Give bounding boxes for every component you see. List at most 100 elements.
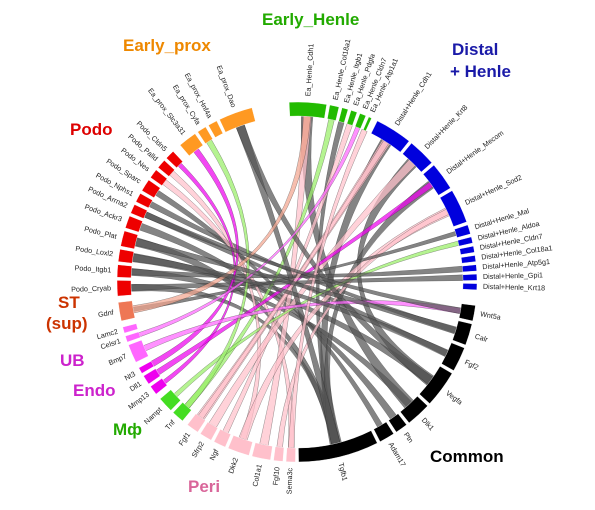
arc-segment-dlk1 bbox=[400, 396, 428, 424]
gene-label-dkk2: Dkk2 bbox=[226, 456, 240, 474]
gene-label-distal+henle_krt8: Distal+Henle_Krt8 bbox=[423, 103, 470, 151]
gene-label-podo_itgb1: Podo_Itgb1 bbox=[74, 263, 111, 274]
gene-label-podo_plat: Podo_Plat bbox=[83, 224, 117, 241]
arc-segment-nampt bbox=[159, 389, 181, 411]
arc-segment-mmp13 bbox=[150, 378, 168, 395]
arc-segment-calr bbox=[452, 320, 473, 346]
gene-label-fgf1: Fgf1 bbox=[176, 430, 192, 447]
gene-label-nampt: Nampt bbox=[142, 405, 164, 426]
gene-label-distal+henle_cdh1: Distal+Henle_Cdh1 bbox=[393, 70, 434, 127]
arc-segment-podo_plat bbox=[120, 230, 139, 250]
arc-segment-tnf bbox=[172, 402, 192, 422]
arc-segment-ea_henle_cldn7 bbox=[354, 113, 367, 129]
gene-label-distal+henle_mecom: Distal+Henle_Mecom bbox=[445, 128, 506, 176]
arc-segment-ea_henle_col18a1 bbox=[327, 104, 340, 121]
arc-segment-podo_cryab bbox=[116, 280, 132, 297]
arc-segment-distal+henle_mal bbox=[454, 224, 471, 238]
arc-segment-podo_sparc bbox=[141, 179, 161, 198]
arc-segment-nt3 bbox=[138, 360, 155, 374]
arc-segment-distal+henle_cldn7 bbox=[459, 245, 475, 255]
arc-segment-distal+henle_mecom bbox=[422, 164, 451, 196]
arc-segment-distal+henle_aldoa bbox=[457, 236, 473, 247]
arc-segment-ea_prox_cyfa bbox=[197, 126, 213, 144]
group-label-peri: Peri bbox=[188, 477, 220, 496]
gene-label-col1a1: Col1a1 bbox=[250, 463, 263, 487]
arc-segment-distal+henle_atp5g1 bbox=[461, 264, 477, 273]
arc-segment-wnt5a bbox=[458, 303, 476, 322]
group-label-early-prox: Early_prox bbox=[123, 36, 211, 55]
arc-segment-gdnf bbox=[117, 300, 136, 322]
arc-segment-lamc2 bbox=[122, 323, 139, 334]
arc-segment-ea_henle_cdh1 bbox=[288, 101, 327, 119]
arc-segment-podo_nphs1 bbox=[135, 193, 153, 209]
arc-segment-tgfb1 bbox=[298, 430, 378, 463]
gene-label-ngf: Ngf bbox=[207, 448, 220, 462]
arc-segment-col1a1 bbox=[251, 442, 273, 461]
arc-segment-sfrp2 bbox=[200, 421, 219, 441]
gene-label-wnt5a: Wnt5a bbox=[480, 309, 502, 321]
gene-label-adam17: Adam17 bbox=[387, 441, 408, 469]
gene-label-tnf: Tnf bbox=[163, 418, 177, 432]
gene-label-sfrp2: Sfrp2 bbox=[189, 440, 205, 459]
gene-label-podo_cryab: Podo_Cryab bbox=[71, 283, 111, 293]
arc-segment-sema3c bbox=[285, 447, 296, 463]
group-label-st-line1: ST bbox=[58, 293, 80, 312]
gene-label-mmp13: Mmp13 bbox=[126, 390, 151, 412]
gene-label-vegfa: Vegfa bbox=[444, 389, 464, 407]
arc-segment-distal+henle_cdh1 bbox=[370, 120, 410, 153]
arc-segment-distal+henle_sod2 bbox=[439, 190, 467, 227]
group-label-endo: Endo bbox=[73, 381, 116, 400]
arc-segment-podo_itgb1 bbox=[116, 264, 133, 278]
group-label-st-line2: (sup) bbox=[46, 314, 88, 333]
gene-label-calr: Calr bbox=[474, 332, 490, 345]
arc-segment-distal+henle_krt8 bbox=[402, 142, 433, 173]
group-label-ub: UB bbox=[60, 351, 85, 370]
arc-segment-ea_henle_itgb1 bbox=[338, 107, 349, 124]
gene-label-tgfb1: Tgfb1 bbox=[337, 462, 350, 482]
arc-segment-ea_henle_atp1a1 bbox=[362, 116, 372, 132]
gene-label-ea_prox_dao: Ea_prox_Dao bbox=[215, 64, 238, 108]
arc-segment-vegfa bbox=[419, 366, 453, 404]
chord-ribbon-36 bbox=[288, 128, 368, 449]
arc-segment-bmp7 bbox=[128, 339, 149, 363]
arc-segment-podo_ackr3 bbox=[125, 215, 143, 233]
group-label-common: Common bbox=[430, 447, 504, 466]
gene-label-ptn: Ptn bbox=[402, 430, 416, 444]
arc-segment-podo_palld bbox=[157, 160, 175, 177]
gene-label-distal+henle_sod2: Distal+Henle_Sod2 bbox=[463, 173, 523, 207]
arc-segment-ngf bbox=[213, 428, 232, 448]
arc-segment-ea_prox_dao bbox=[219, 107, 256, 133]
group-label-distal-line2: + Henle bbox=[450, 62, 511, 81]
arc-segment-fgf2 bbox=[441, 342, 465, 371]
arc-segment-ea_henle_pdgfa bbox=[346, 110, 358, 126]
arc-segment-distal+henle_krt18 bbox=[462, 283, 478, 291]
gene-label-dll1: Dll1 bbox=[128, 379, 143, 393]
gene-label-ea_henle_cdh1: Ea_Henle_Cdh1 bbox=[303, 43, 315, 96]
arc-segment-dkk2 bbox=[227, 435, 253, 456]
gene-label-fgf2: Fgf2 bbox=[463, 358, 480, 372]
arc-segment-fgf10 bbox=[273, 446, 285, 462]
arc-segment-podo_nes bbox=[150, 169, 168, 186]
group-label-early-henle: Early_Henle bbox=[262, 10, 359, 29]
gene-label-gdnf: Gdnf bbox=[97, 308, 114, 319]
gene-label-distal+henle_gpi1: Distal+Henle_Gpi1 bbox=[483, 270, 543, 281]
arc-segment-podo_loxl2 bbox=[117, 248, 135, 264]
group-label-podo: Podo bbox=[70, 120, 113, 139]
arc-segment-fgf1 bbox=[187, 413, 206, 433]
arc-segment-ptn bbox=[388, 413, 407, 433]
arc-segment-adam17 bbox=[373, 421, 394, 442]
arc-segment-ea_prox_slc3a31 bbox=[179, 133, 204, 157]
arc-segment-dll1 bbox=[143, 368, 161, 385]
arc-segment-celsr1 bbox=[125, 331, 141, 343]
arc-segment-podo_cldn5 bbox=[166, 151, 183, 168]
gene-label-podo_loxl2: Podo_Loxl2 bbox=[75, 244, 114, 259]
arc-segment-podo_arrna2 bbox=[130, 204, 148, 219]
arc-segment-ea_prox_hnf4a bbox=[208, 120, 224, 138]
group-label-distal-line1: Distal bbox=[452, 40, 498, 59]
gene-label-fgf10: Fgf10 bbox=[271, 466, 282, 485]
gene-label-sema3c: Sema3c bbox=[284, 467, 294, 494]
arc-segment-distal+henle_gpi1 bbox=[462, 273, 478, 281]
gene-label-bmp7: Bmp7 bbox=[107, 352, 128, 368]
chord-ribbons bbox=[130, 115, 464, 449]
